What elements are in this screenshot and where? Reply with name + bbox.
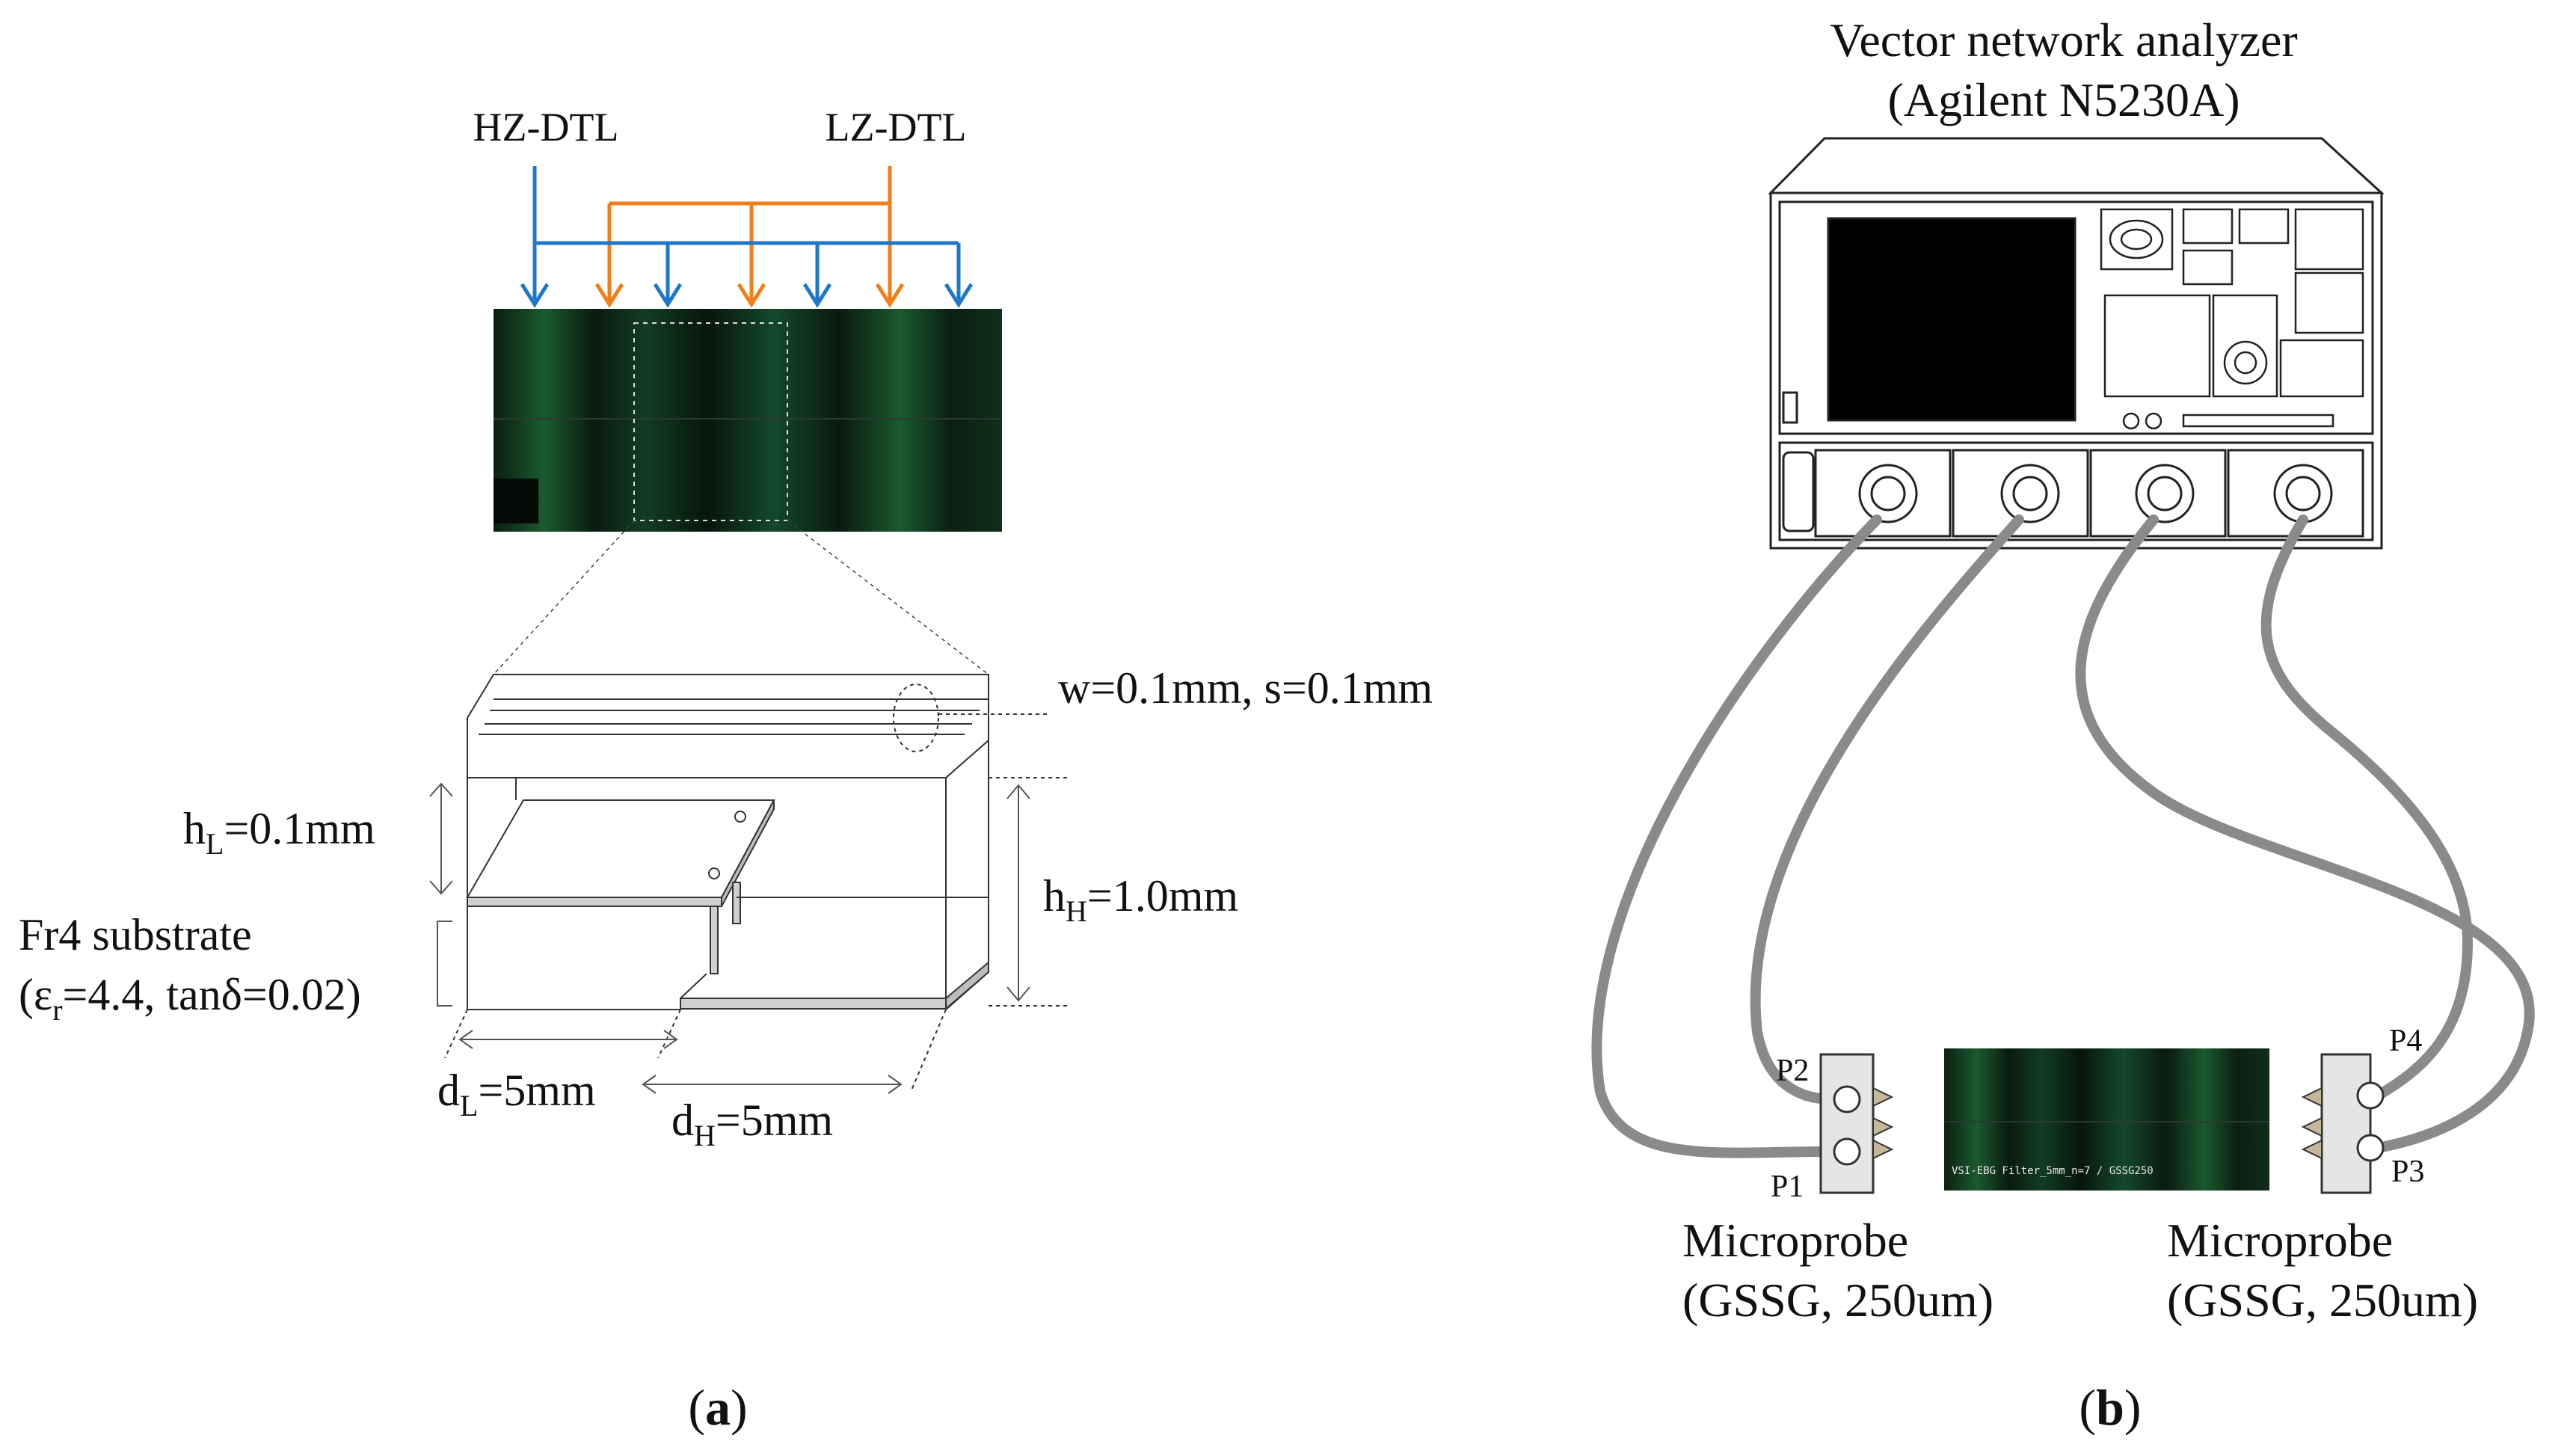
left-probe-label-line1: Microprobe <box>1682 1214 1908 1267</box>
vna-port-3 <box>2089 449 2227 538</box>
lz-dtl-label: LZ-DTL <box>826 105 967 150</box>
dh-dimension-label: dH=5mm <box>671 1096 833 1152</box>
hz-arrows <box>520 166 974 308</box>
right-probe-label-line1: Microprobe <box>2167 1214 2393 1267</box>
right-microprobe <box>2301 1053 2385 1194</box>
vna-port-1 <box>1814 449 1952 538</box>
hz-dtl-label: HZ-DTL <box>473 105 619 150</box>
cable-p1 <box>1591 514 1882 1158</box>
panel-b: Vector network analyzer (Agilent N5230A) <box>1591 13 2535 1436</box>
panel-b-caption: (b) <box>2079 1379 2141 1436</box>
p1-connector <box>1833 1137 1861 1166</box>
cable-p4 <box>2260 514 2474 1101</box>
panel-a: HZ-DTL LZ-DTL <box>19 105 1433 1436</box>
left-microprobe <box>1819 1053 1894 1194</box>
cable-p3 <box>2075 514 2535 1153</box>
panel-a-caption: (a) <box>688 1379 747 1436</box>
vna-screen <box>1827 217 2077 422</box>
dl-dimension-label: dL=5mm <box>437 1066 596 1122</box>
dimension-arrows <box>429 782 1030 1094</box>
vna-title-line2: (Agilent N5230A) <box>1887 73 2240 126</box>
port-p3-label: P3 <box>2391 1155 2424 1189</box>
p4-connector <box>2356 1081 2385 1110</box>
rf-cables <box>1591 514 2535 1158</box>
cable-p2 <box>1750 514 2024 1105</box>
hh-dimension-label: hH=1.0mm <box>1043 871 1238 928</box>
chip-label: VSI-EBG Filter_5mm_n=7 / GSSG250 <box>1952 1165 2154 1177</box>
lz-arrows <box>594 166 905 308</box>
zoom-lines <box>493 520 989 675</box>
right-probe-label-line2: (GSSG, 250um) <box>2167 1274 2478 1327</box>
p3-connector <box>2356 1134 2385 1162</box>
substrate-label-line1: Fr4 substrate <box>19 910 252 959</box>
vna-instrument-drawing <box>1768 137 2385 550</box>
structure-3d-drawing <box>444 674 1069 1093</box>
port-p2-label: P2 <box>1776 1054 1809 1088</box>
hl-dimension-label: hL=0.1mm <box>183 804 375 861</box>
vna-title-line1: Vector network analyzer <box>1830 13 2297 67</box>
substrate-label-line2: (εr=4.4, tanδ=0.02) <box>19 970 361 1027</box>
port-p4-label: P4 <box>2389 1024 2422 1058</box>
filter-chip-photo: VSI-EBG Filter_5mm_n=7 / GSSG250 <box>1944 1048 2269 1191</box>
filter-board-photo <box>494 309 1002 532</box>
left-probe-label-line2: (GSSG, 250um) <box>1682 1274 1994 1327</box>
vna-port-2 <box>1952 449 2089 538</box>
p2-connector <box>1833 1085 1861 1113</box>
port-p1-label: P1 <box>1771 1170 1804 1204</box>
ws-dimension-label: w=0.1mm, s=0.1mm <box>1058 663 1433 713</box>
